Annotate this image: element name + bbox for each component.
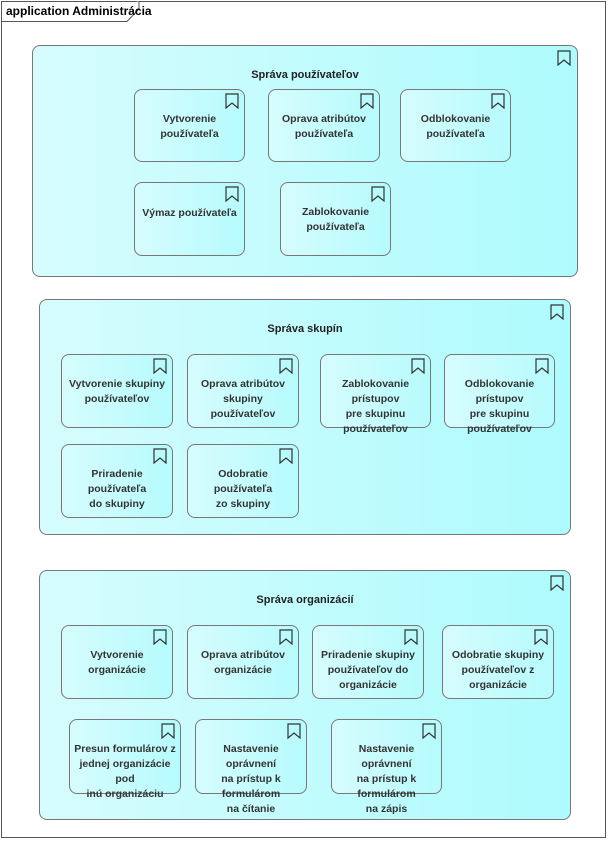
bookmark-icon	[287, 723, 301, 739]
function-label: Nastavenie oprávnení na prístup k formul…	[221, 743, 281, 815]
group-organization-management[interactable]: Správa organizácií Vytvorenie organizáci…	[39, 570, 571, 820]
function-move-forms-between-organizations[interactable]: Presun formulárov z jednej organizácie p…	[69, 719, 181, 800]
function-label: Vytvorenie skupiny používateľov	[69, 378, 165, 405]
bookmark-icon	[411, 358, 425, 374]
bookmark-icon	[404, 629, 418, 645]
frame-tab-outline	[1, 1, 140, 22]
function-assign-user-to-group[interactable]: Priradenie používateľa do skupiny	[61, 444, 173, 518]
bookmark-icon	[535, 358, 549, 374]
function-edit-user-attributes[interactable]: Oprava atribútov používateľa	[268, 89, 380, 162]
bookmark-icon	[422, 723, 436, 739]
group-user-management[interactable]: Správa používateľov Vytvorenie používate…	[32, 45, 578, 277]
bookmark-icon	[153, 448, 167, 464]
group-group-management[interactable]: Správa skupín Vytvorenie skupiny používa…	[39, 299, 571, 535]
bookmark-icon	[371, 186, 385, 202]
function-label: Zablokovanie používateľa	[301, 206, 370, 233]
bookmark-icon	[550, 575, 564, 591]
function-label: Odobratie používateľa zo skupiny	[213, 468, 273, 510]
function-label: Vytvorenie používateľa	[160, 113, 219, 140]
bookmark-icon	[550, 304, 564, 320]
function-label: Odobratie skupiny používateľov z organiz…	[451, 649, 545, 691]
function-label: Oprava atribútov organizácie	[200, 649, 286, 676]
frame-title: application Administrácia	[6, 4, 152, 18]
function-label: Priradenie používateľa do skupiny	[87, 468, 147, 510]
bookmark-icon	[225, 93, 239, 109]
bookmark-icon	[279, 358, 293, 374]
bookmark-icon	[279, 629, 293, 645]
function-label: Priradenie skupiny používateľov do organ…	[321, 649, 415, 691]
function-assign-group-to-organization[interactable]: Priradenie skupiny používateľov do organ…	[312, 625, 424, 699]
function-edit-group-attributes[interactable]: Oprava atribútov skupiny používateľov	[187, 354, 299, 428]
function-label: Oprava atribútov používateľa	[281, 113, 367, 140]
function-block-user[interactable]: Zablokovanie používateľa	[280, 182, 391, 256]
group-title: Správa organizácií	[256, 594, 354, 606]
function-label: Odblokovanie používateľa	[420, 113, 491, 140]
function-label: Presun formulárov z jednej organizácie p…	[74, 743, 176, 800]
bookmark-icon	[161, 723, 175, 739]
group-title: Správa skupín	[267, 323, 343, 335]
function-unblock-user[interactable]: Odblokovanie používateľa	[400, 89, 511, 162]
function-label: Vytvorenie organizácie	[88, 649, 146, 676]
bookmark-icon	[153, 358, 167, 374]
function-label: Nastavenie oprávnení na prístup k formul…	[356, 743, 417, 815]
bookmark-icon	[491, 93, 505, 109]
bookmark-icon	[279, 448, 293, 464]
bookmark-icon	[557, 50, 571, 66]
function-label: Zablokovanie prístupov pre skupinu použí…	[341, 378, 410, 435]
function-create-user-group[interactable]: Vytvorenie skupiny používateľov	[61, 354, 173, 428]
function-create-organization[interactable]: Vytvorenie organizácie	[61, 625, 173, 699]
function-delete-user[interactable]: Výmaz používateľa	[134, 182, 245, 256]
function-set-read-permissions[interactable]: Nastavenie oprávnení na prístup k formul…	[195, 719, 307, 815]
bookmark-icon	[534, 629, 548, 645]
function-unblock-group-access[interactable]: Odblokovanie prístupov pre skupinu použí…	[444, 354, 555, 435]
function-label: Výmaz používateľa	[142, 207, 237, 219]
function-label: Oprava atribútov skupiny používateľov	[200, 378, 286, 420]
group-title: Správa používateľov	[251, 69, 359, 81]
bookmark-icon	[360, 93, 374, 109]
function-remove-group-from-organization[interactable]: Odobratie skupiny používateľov z organiz…	[442, 625, 554, 699]
function-edit-organization-attributes[interactable]: Oprava atribútov organizácie	[187, 625, 299, 699]
function-set-write-permissions[interactable]: Nastavenie oprávnení na prístup k formul…	[331, 719, 442, 815]
function-label: Odblokovanie prístupov pre skupinu použí…	[464, 378, 535, 435]
function-create-user[interactable]: Vytvorenie používateľa	[134, 89, 245, 162]
bookmark-icon	[153, 629, 167, 645]
bookmark-icon	[225, 186, 239, 202]
function-block-group-access[interactable]: Zablokovanie prístupov pre skupinu použí…	[320, 354, 431, 435]
function-remove-user-from-group[interactable]: Odobratie používateľa zo skupiny	[187, 444, 299, 518]
